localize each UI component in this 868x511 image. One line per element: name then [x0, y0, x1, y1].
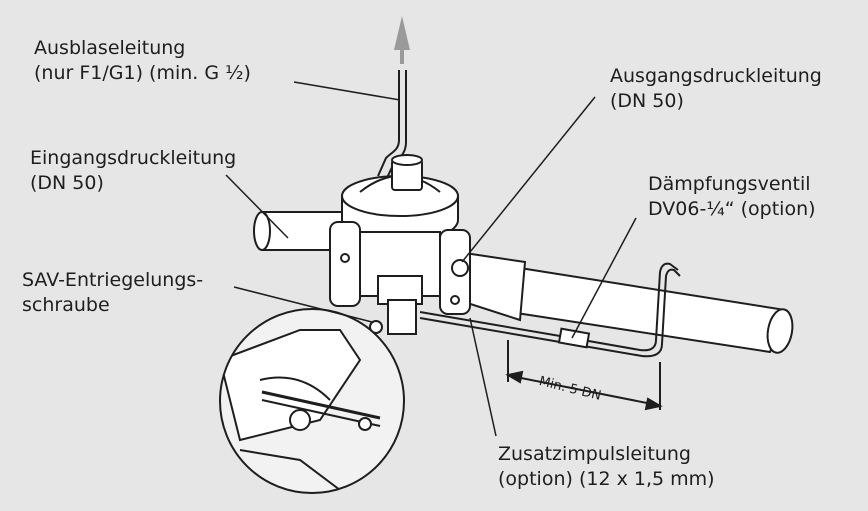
regulator-body — [329, 154, 471, 335]
leader-sav — [233, 286, 373, 323]
leader-ausgang — [461, 96, 596, 263]
dimension-arrow — [505, 340, 663, 411]
impulse-line — [419, 262, 681, 358]
ausblase-line2: (nur F1/G1) (min. G ½) — [34, 62, 251, 84]
eingang-line2: (DN 50) — [30, 172, 104, 194]
outlet-pipe — [457, 250, 794, 354]
daempfung-line2: DV06-¼“ (option) — [648, 198, 816, 220]
label-ausgangsdruckleitung: Ausgangsdruckleitung (DN 50) — [610, 64, 822, 114]
zoom-detail — [220, 309, 404, 493]
ausblase-line1: Ausblaseleitung — [34, 37, 186, 59]
zusatz-line1: Zusatzimpulsleitung — [498, 443, 691, 465]
ausgang-line2: (DN 50) — [610, 90, 684, 112]
label-eingangsdruckleitung: Eingangsdruckleitung (DN 50) — [30, 146, 236, 196]
leader-eingang — [225, 174, 289, 239]
damping-valve — [557, 327, 591, 349]
label-zusatzimpulsleitung: Zusatzimpulsleitung (option) (12 x 1,5 m… — [498, 442, 715, 492]
ausgang-line1: Ausgangsdruckleitung — [610, 65, 822, 87]
zusatz-line2: (option) (12 x 1,5 mm) — [498, 468, 715, 490]
leader-zusatz — [469, 317, 497, 437]
eingang-line1: Eingangsdruckleitung — [30, 147, 237, 169]
label-daempfungsventil: Dämpfungsventil DV06-¼“ (option) — [648, 172, 816, 222]
sav-line1: SAV-Entriegelungs- — [22, 269, 204, 291]
vent-arrow — [394, 16, 410, 50]
label-sav-entriegelungsschraube: SAV-Entriegelungs- schraube — [22, 268, 203, 318]
daempfung-line1: Dämpfungsventil — [648, 173, 811, 195]
sav-line2: schraube — [22, 294, 110, 316]
label-ausblaseleitung: Ausblaseleitung (nur F1/G1) (min. G ½) — [34, 36, 251, 86]
leader-ausblase — [293, 81, 401, 101]
leader-daempfung — [571, 217, 637, 339]
